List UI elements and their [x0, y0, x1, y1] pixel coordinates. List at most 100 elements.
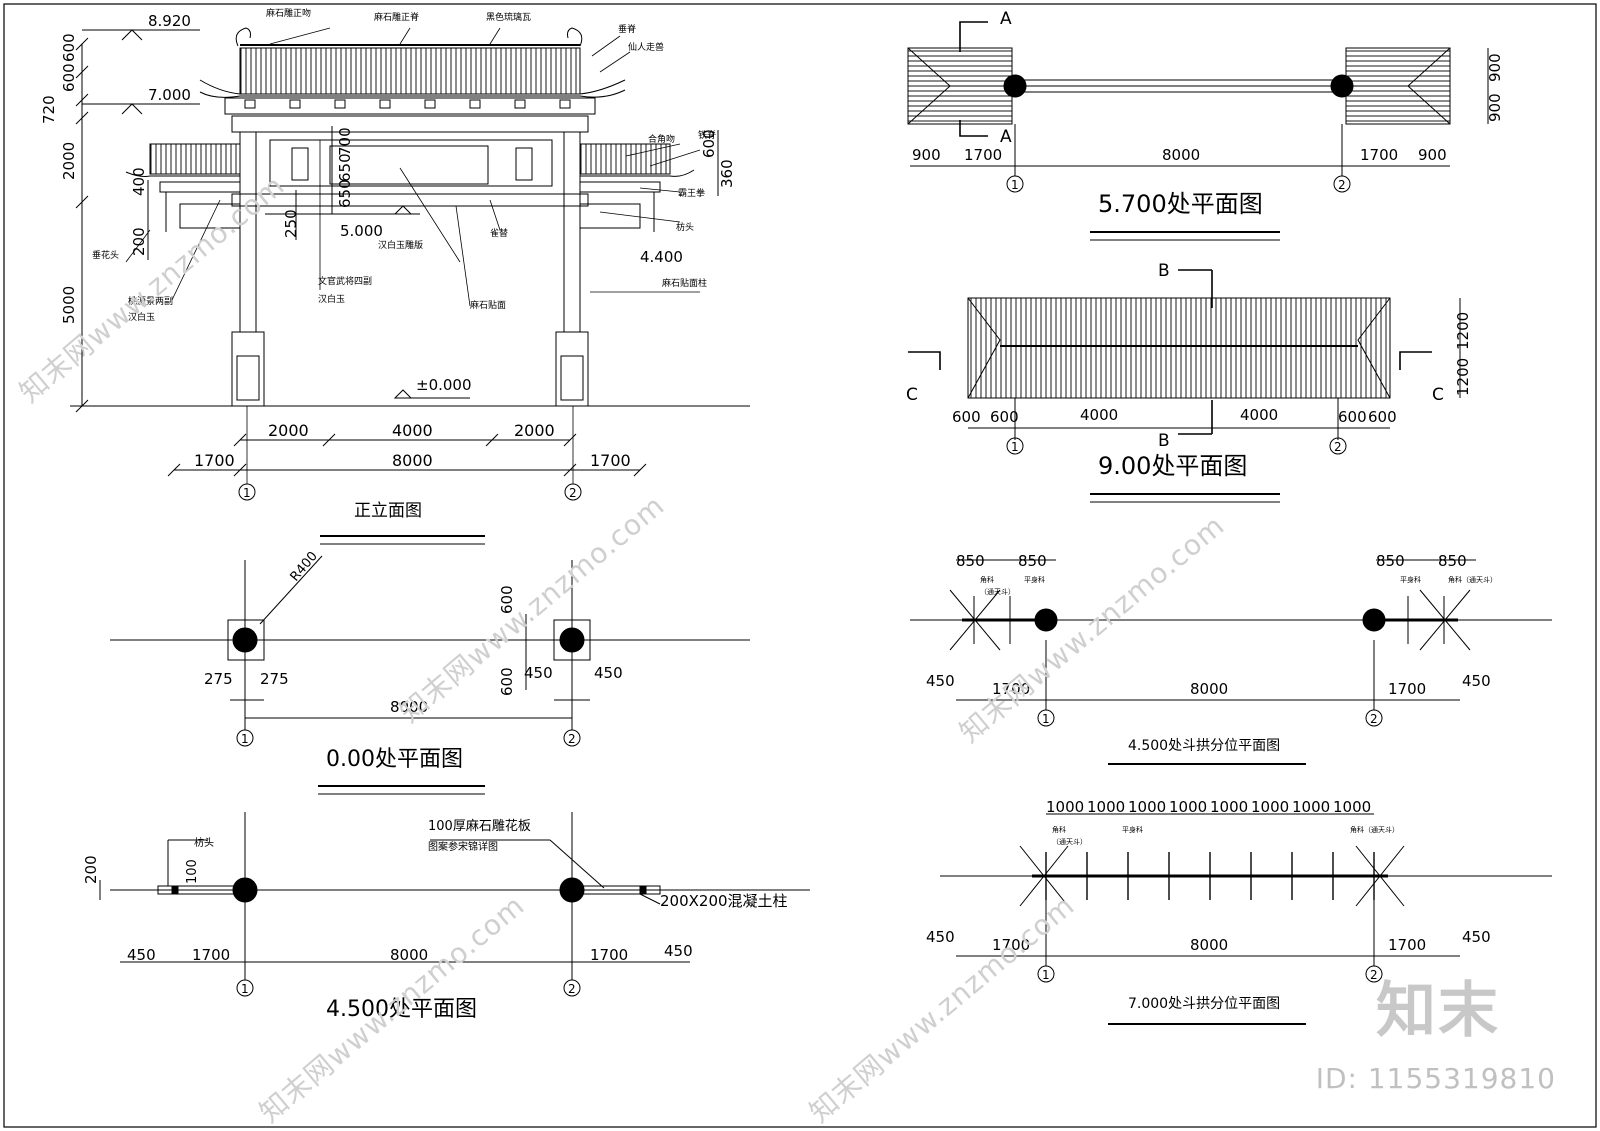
plan-4500b-left-column [1034, 608, 1058, 632]
left-post [239, 131, 257, 333]
callout-iron-ridge: 铁脊 [698, 129, 716, 141]
right-side-beam [579, 181, 661, 193]
plan-4500b-top-dim-850-b: 850 [1018, 552, 1047, 570]
overall-dim-1700-left: 1700 [194, 451, 235, 470]
dim-600-right: 600 [700, 129, 718, 158]
callout-hanging-flower: 垂花头 [92, 249, 119, 261]
plan-900-dim-4000-right: 4000 [1240, 406, 1278, 424]
plan-4500b-axis-1-bubble [1037, 709, 1055, 727]
level-0000: ±0.000 [416, 376, 472, 394]
plan-7000b-axis-2-label: 2 [1370, 968, 1378, 982]
callout-hip-ridge: 垂脊 [618, 23, 636, 35]
plan-4500-title: 4.500处平面图 [326, 997, 477, 1022]
plan-4500b-title: 4.500处斗拱分位平面图 [1128, 738, 1280, 754]
callout-jade-carving: 汉白玉雕版 [378, 239, 423, 251]
plan-7000b-top-dim-4: 1000 [1169, 798, 1207, 816]
axis-2-label: 2 [569, 486, 577, 500]
plan-7000b-label-corner: 角科 [1052, 825, 1066, 834]
main-bracket-band [224, 97, 596, 115]
plan-7000b-dim-8000: 8000 [1190, 936, 1228, 954]
plan-900-dim-600-b: 600 [990, 408, 1019, 426]
callout-white-jade-left: 汉白玉 [128, 311, 155, 323]
plan-7000b-top-dim-8: 1000 [1333, 798, 1371, 816]
dim-250: 250 [282, 209, 300, 238]
axis-2-bubble [564, 483, 582, 501]
plan-000-left-column [232, 627, 258, 653]
plan-4500-dim-1700-right: 1700 [590, 946, 628, 964]
plan-5700-section-marks [959, 21, 988, 137]
left-side-roof [149, 143, 241, 175]
plan-900 [908, 269, 1461, 503]
plan-5700-dim-1700-right: 1700 [1360, 146, 1398, 164]
plan-000 [110, 555, 750, 795]
plan-4500b-label-tongtian: （通天斗） [980, 587, 1015, 596]
level-triangle-7000 [121, 103, 143, 115]
plan-900-section-b-heads [1178, 269, 1212, 435]
plan-900-section-c-right: C [1432, 385, 1444, 405]
plan-5700-dim-8000: 8000 [1162, 146, 1200, 164]
axis-1-bubble [238, 483, 256, 501]
dim-2000: 2000 [60, 142, 78, 180]
left-side-panel [179, 203, 241, 229]
axis-1-label: 1 [243, 486, 251, 500]
plan-4500b-dim-1700-right: 1700 [1388, 680, 1426, 698]
level-5000: 5.000 [340, 222, 383, 240]
plan-7000b-top-dim-7: 1000 [1292, 798, 1330, 816]
plan-4500b-left-brackets [949, 589, 1040, 651]
plan-900-section-b-top: B [1158, 261, 1170, 281]
plan-4500-note-carved-board: 100厚麻石雕花板 [428, 818, 531, 834]
plan-5700-axis-2-label: 2 [1338, 178, 1346, 192]
plan-7000b-axis-1-bubble [1037, 965, 1055, 983]
plan-000-axis-1-bubble [236, 729, 254, 747]
left-plinth-panel [236, 355, 260, 401]
plan-900-axis-2-label: 2 [1334, 440, 1342, 454]
plan-4500b-label-flat-right: 平身科 [1400, 575, 1421, 584]
level-7000: 7.000 [148, 86, 191, 104]
plan-4500b-dim-1700-left: 1700 [992, 680, 1030, 698]
main-roof-corners [199, 79, 626, 95]
right-side-panel [579, 203, 641, 229]
main-eave [199, 89, 626, 98]
dim-400: 400 [130, 167, 148, 196]
image-id-watermark: ID: 1155319810 [1315, 1062, 1556, 1095]
bay-dim-4000: 4000 [392, 421, 433, 440]
plan-5700-axis-1-bubble [1006, 175, 1024, 193]
left-dim-ticks [75, 37, 89, 413]
plan-4500-col-leader [639, 893, 661, 905]
plan-000-dim-450-left: 450 [524, 664, 553, 682]
plan-4500b-right-brackets [1380, 589, 1471, 651]
plan-4500-left-column [232, 877, 258, 903]
sheet-border [3, 3, 1597, 1128]
plan-000-axis-1-label: 1 [241, 732, 249, 746]
plan-7000b-label-flat: 平身科 [1122, 825, 1143, 834]
plan-4500-dim-200: 200 [82, 855, 100, 884]
dim-700: 700 [336, 127, 354, 156]
plan-900-hip-lines [967, 297, 1391, 399]
plan-000-dim-8000: 8000 [390, 698, 428, 716]
plan-000-right-footing [553, 619, 591, 661]
level-4400: 4.400 [640, 248, 683, 266]
plan-5700-section-a-top: A [1000, 9, 1012, 29]
right-plinth-panel [560, 355, 584, 401]
right-carved-panel [515, 147, 533, 181]
plan-900-side-dim-top: 1200 [1454, 312, 1472, 350]
plan-4500-axis-1-bubble [236, 979, 254, 997]
elevation-title: 正立面图 [354, 501, 422, 521]
plan-4500b-axis-2-bubble [1365, 709, 1383, 727]
plan-900-roof [967, 297, 1391, 399]
bay-dim-2000-left: 2000 [268, 421, 309, 440]
main-roof [239, 47, 581, 95]
callout-glazed-tile: 黑色琉璃瓦 [486, 11, 531, 23]
callout-ridge-figures: 仙人走兽 [628, 41, 664, 53]
plan-4500b-top-dim-850-a: 850 [956, 552, 985, 570]
plan-4500b-dim-450-right: 450 [1462, 672, 1491, 690]
level-triangle-5000 [393, 205, 413, 215]
plan-7000b-dim-1700-left: 1700 [992, 936, 1030, 954]
lower-lintel [231, 193, 589, 207]
plan-7000-bracket [940, 813, 1552, 1025]
callout-corner-beast: 合角吻 [648, 133, 675, 145]
plan-900-dim-4000-left: 4000 [1080, 406, 1118, 424]
dim-720: 720 [40, 95, 58, 124]
plan-900-axis-1-bubble [1006, 437, 1024, 455]
